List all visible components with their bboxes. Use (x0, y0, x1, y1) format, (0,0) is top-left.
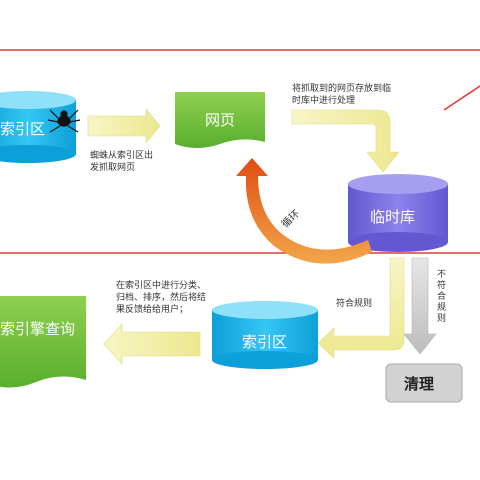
temp-store-cylinder (348, 174, 448, 252)
arrow-index-to-webpage (87, 108, 161, 144)
match-label: 符合规则 (336, 299, 373, 309)
webpage-label: 网页 (205, 111, 236, 129)
store-annotation: 将抓取到的网页存放到临 时库中进行处理 (292, 83, 391, 107)
index-cylinder-top (0, 91, 76, 163)
store-annotation-line2: 时库中进行处理 (292, 96, 356, 106)
webpage-document (175, 92, 265, 148)
index-top-label: 索引区 (0, 120, 46, 138)
store-annotation-line1: 将抓取到的网页存放到临 (292, 84, 392, 94)
loop-arrow (236, 158, 372, 264)
clean-label: 清理 (404, 375, 435, 393)
no-match-label: 不符合规则 (437, 270, 447, 324)
temp-store-label: 临时库 (370, 208, 416, 226)
crawl-annotation-line2: 发抓取网页 (90, 163, 136, 173)
arrow-match-rule (317, 257, 405, 359)
crawl-annotation-line1: 蜘蛛从索引区出 (90, 151, 154, 161)
sort-annotation-line3: 果反馈给给用户； (116, 305, 189, 315)
sort-annotation-line2: 归档、排序，然后将结 (116, 293, 207, 303)
index-cylinder-bottom (212, 301, 318, 369)
spider-icon (47, 109, 81, 133)
clean-box (385, 363, 463, 403)
arrow-no-match-rule (403, 257, 437, 355)
sort-annotation: 在索引区中进行分类、 归档、排序，然后将结 果反馈给给用户； (116, 280, 206, 316)
search-query-label: 索引擎查询 (0, 320, 76, 338)
index-bottom-label: 索引区 (242, 333, 288, 351)
arrow-webpage-to-tempstore (291, 109, 400, 173)
arrow-index-to-query (103, 323, 201, 365)
frame-pointer-line (443, 85, 480, 111)
sort-annotation-line1: 在索引区中进行分类、 (116, 281, 207, 291)
crawl-annotation: 蜘蛛从索引区出 发抓取网页 (90, 150, 153, 174)
search-query-document (0, 296, 86, 388)
